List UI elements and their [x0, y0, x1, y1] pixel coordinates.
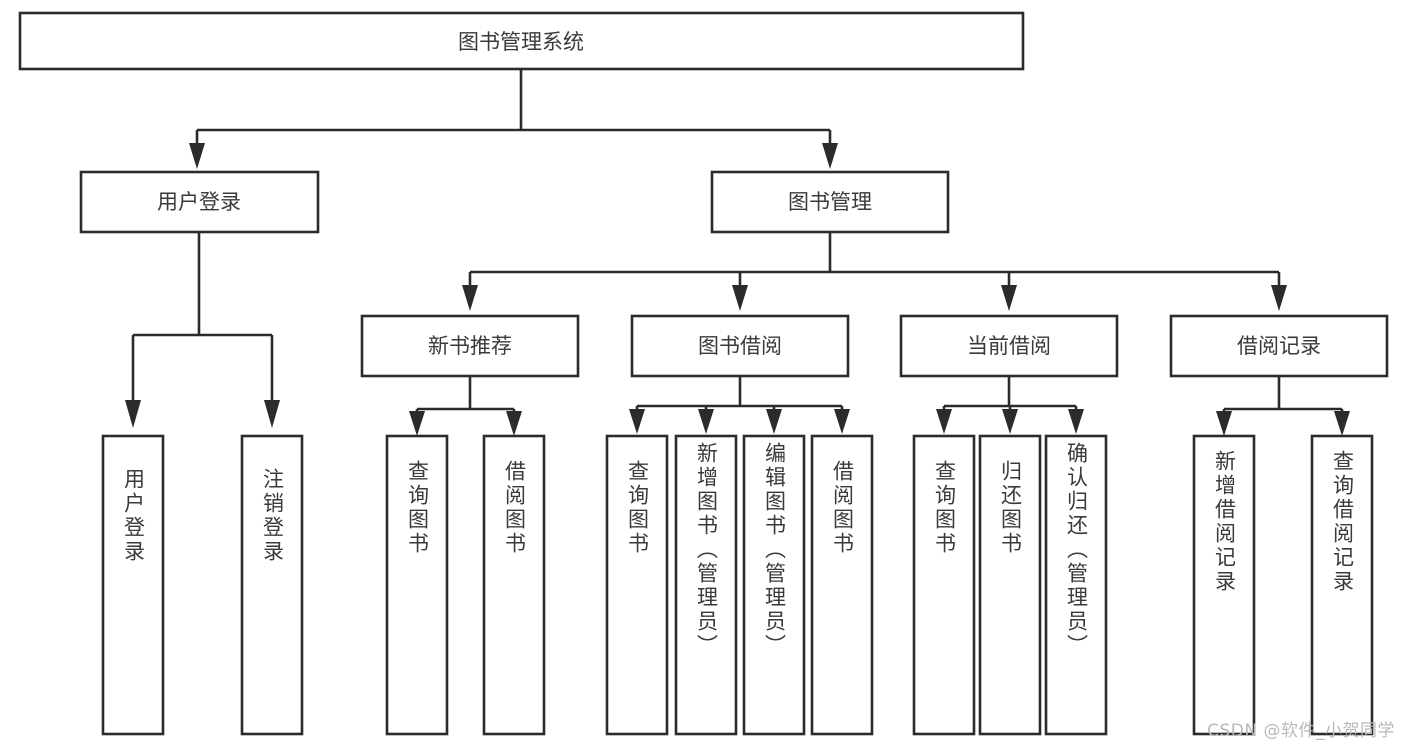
- arrow-icon: [698, 409, 714, 434]
- arrow-icon: [766, 409, 782, 434]
- arrow-icon: [125, 400, 141, 428]
- arrow-icon: [732, 285, 748, 311]
- node-box: [18, 11, 1025, 71]
- node-label: 图书管理: [788, 190, 872, 214]
- arrow-icon: [1001, 285, 1017, 311]
- node-box: [482, 434, 546, 736]
- leaf-node-confirm-return-admin[interactable]: [1044, 434, 1108, 736]
- node-label: 图书管理系统: [458, 30, 584, 54]
- node-box: [101, 434, 165, 736]
- node-label: 借阅记录: [1237, 334, 1321, 358]
- node-label: 图书借阅: [698, 334, 782, 358]
- node-book-borrow[interactable]: 图书借阅: [630, 314, 850, 378]
- leaf-node-query-book-recommend[interactable]: [385, 434, 449, 736]
- connector-newbook-to-leaves: [409, 377, 522, 436]
- arrow-icon: [1068, 409, 1084, 434]
- node-box: [710, 170, 950, 234]
- arrow-icon: [822, 143, 838, 169]
- node-box: [899, 314, 1119, 378]
- node-label: 新书推荐: [428, 334, 512, 358]
- node-box: [79, 170, 320, 234]
- node-new-book-recommend[interactable]: 新书推荐: [360, 314, 580, 378]
- leaf-node-borrow-book-recommend[interactable]: [482, 434, 546, 736]
- connector-currentborrow-to-leaves: [936, 377, 1084, 434]
- connector-bookmgmt-to-level2: [462, 232, 1287, 311]
- node-book-management[interactable]: 图书管理: [710, 170, 950, 234]
- node-root-system[interactable]: 图书管理系统: [18, 11, 1025, 71]
- node-box: [1044, 434, 1108, 736]
- leaf-node-add-book-admin[interactable]: [674, 434, 738, 736]
- node-label: 当前借阅: [967, 334, 1051, 358]
- node-box: [605, 434, 669, 736]
- leaf-node-query-book-current[interactable]: [912, 434, 976, 736]
- connector-userlogin-to-leaves: [125, 232, 280, 428]
- leaf-node-logout-login[interactable]: [240, 434, 304, 736]
- connector-bookborrow-to-leaves: [629, 377, 850, 434]
- node-box: [1192, 434, 1256, 736]
- leaf-node-query-borrow-record[interactable]: [1310, 434, 1374, 736]
- arrow-icon: [506, 411, 522, 436]
- node-box: [1169, 314, 1389, 378]
- node-box: [240, 434, 304, 736]
- node-box: [674, 434, 738, 736]
- watermark-text: CSDN @软件_小贺同学: [1207, 721, 1395, 741]
- arrow-icon: [936, 409, 952, 434]
- node-label: 用户登录: [157, 190, 241, 214]
- node-borrow-record[interactable]: 借阅记录: [1169, 314, 1389, 378]
- node-box: [630, 314, 850, 378]
- node-box: [1310, 434, 1374, 736]
- arrow-icon: [1271, 285, 1287, 311]
- arrow-icon: [462, 285, 478, 311]
- arrow-icon: [409, 411, 425, 436]
- leaf-node-add-borrow-record[interactable]: [1192, 434, 1256, 736]
- connector-borrowrecord-to-leaves: [1216, 377, 1350, 436]
- arrow-icon: [264, 400, 280, 428]
- arrow-icon: [189, 143, 205, 169]
- node-box: [385, 434, 449, 736]
- node-box: [810, 434, 874, 736]
- node-user-login[interactable]: 用户登录: [79, 170, 320, 234]
- arrow-icon: [1002, 409, 1018, 434]
- node-box: [742, 434, 806, 736]
- node-box: [912, 434, 976, 736]
- leaf-node-return-book[interactable]: [978, 434, 1042, 736]
- arrow-icon: [834, 409, 850, 434]
- arrow-icon: [629, 409, 645, 434]
- arrow-icon: [1334, 411, 1350, 436]
- leaf-node-user-login[interactable]: [101, 434, 165, 736]
- node-box: [360, 314, 580, 378]
- node-current-borrow[interactable]: 当前借阅: [899, 314, 1119, 378]
- connector-root-to-level1: [189, 69, 838, 169]
- node-box: [978, 434, 1042, 736]
- arrow-icon: [1216, 411, 1232, 436]
- leaf-node-query-book-borrow[interactable]: [605, 434, 669, 736]
- leaf-node-borrow-book[interactable]: [810, 434, 874, 736]
- leaf-node-edit-book-admin[interactable]: [742, 434, 806, 736]
